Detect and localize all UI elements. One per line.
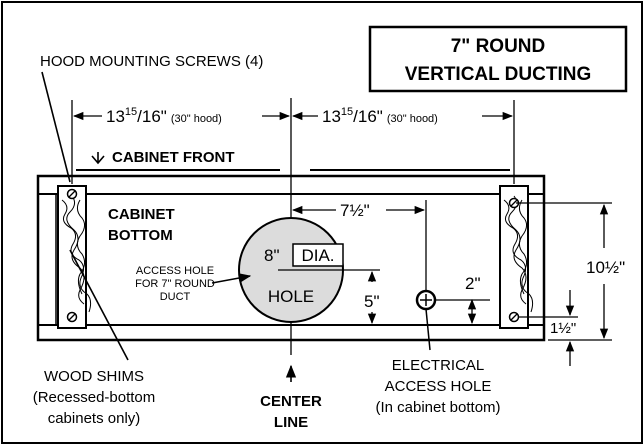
- title-line-2: VERTICAL DUCTING: [405, 64, 591, 85]
- hole-word-label: HOLE: [268, 287, 314, 306]
- title-box: 7" ROUND VERTICAL DUCTING: [368, 25, 628, 93]
- wood-shims-label-3: cabinets only): [48, 410, 141, 427]
- center-line-label-2: LINE: [274, 414, 308, 431]
- dim-left-label: 1315/16"(30" hood): [106, 106, 222, 126]
- center-line-label-1: CENTER: [260, 393, 322, 410]
- electrical-label-2: ACCESS HOLE: [385, 378, 492, 395]
- hood-screws-label: HOOD MOUNTING SCREWS (4): [40, 53, 263, 70]
- access-hole-label-3: DUCT: [160, 291, 191, 303]
- dim-1half-label: 1½": [550, 320, 576, 337]
- cabinet-bottom-label-1: CABINET: [108, 206, 175, 223]
- screw-bottom-left: [66, 311, 78, 323]
- dim-10half-label: 10½": [586, 258, 625, 277]
- access-hole-arrow: [211, 273, 252, 284]
- electrical-label-3: (In cabinet bottom): [375, 399, 500, 416]
- wood-shim-right: [499, 185, 534, 329]
- wood-shims-leader: [69, 249, 129, 361]
- dim-2-label: 2": [465, 274, 481, 293]
- title-line-1: 7" ROUND: [451, 36, 546, 57]
- dim-right-label: 1315/16"(30" hood): [322, 106, 438, 126]
- wood-shims-label-1: WOOD SHIMS: [44, 368, 144, 385]
- dim-7half-label: 7½": [340, 201, 370, 220]
- wood-shim-left: [57, 185, 92, 329]
- hole-dia-box: [292, 243, 344, 267]
- hole-dia-label: DIA.: [301, 246, 334, 265]
- electrical-leader: [425, 308, 431, 351]
- cabinet-bottom-label-2: BOTTOM: [108, 227, 173, 244]
- access-hole-label-1: ACCESS HOLE: [136, 265, 214, 277]
- dim-5-label: 5": [364, 292, 380, 311]
- cabinet-front-arrow: [91, 152, 105, 165]
- hole-size-label: 8": [264, 246, 280, 265]
- electrical-access-hole: [415, 289, 437, 311]
- screw-bottom-right: [508, 311, 520, 323]
- hood-screws-leader: [41, 71, 71, 183]
- electrical-label-1: ELECTRICAL: [392, 357, 485, 374]
- cabinet-outline: [36, 174, 546, 342]
- access-hole-label-2: FOR 7" ROUND: [135, 278, 215, 290]
- cabinet-front-label: CABINET FRONT: [112, 149, 235, 166]
- wood-shims-label-2: (Recessed-bottom: [33, 389, 156, 406]
- screw-top-left: [66, 188, 78, 200]
